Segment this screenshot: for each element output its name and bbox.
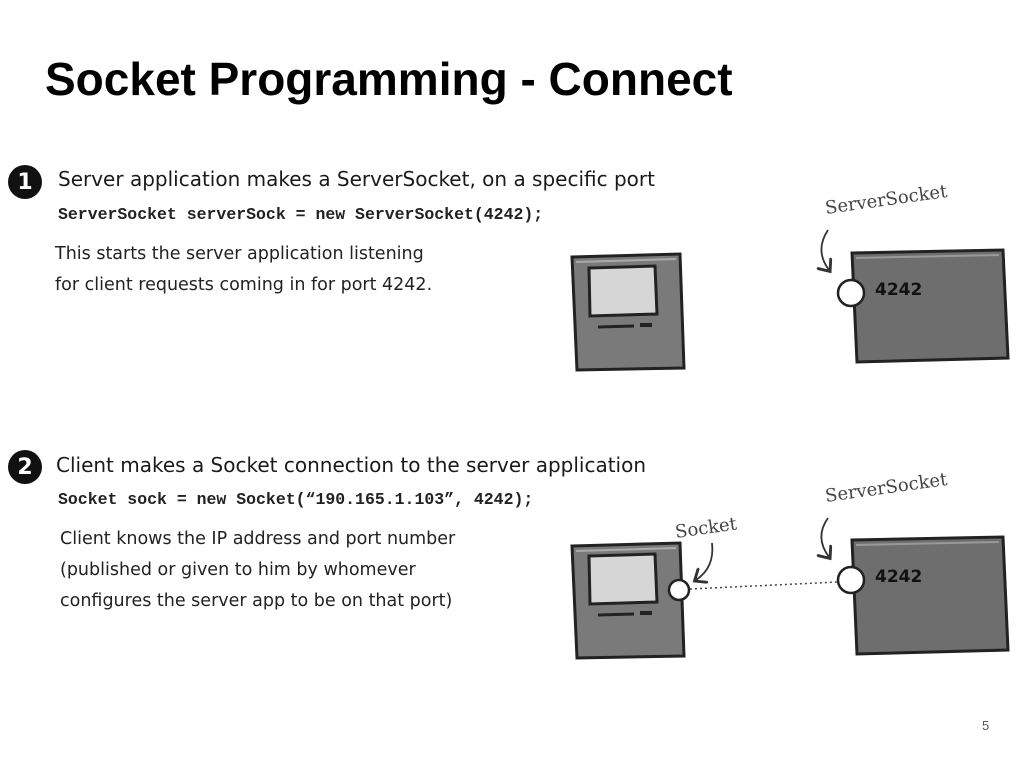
step-1-code: ServerSocket serverSock = new ServerSock… [58,205,544,224]
step-2-heading: Client makes a Socket connection to the … [56,453,647,477]
step-2-description: Client knows the IP address and port num… [60,524,455,617]
step-1-serversocket-label: ServerSocket [824,181,950,219]
step-2-socket-arrow-icon [696,542,714,580]
page-number: 5 [982,718,990,733]
step-2-server-socket-port [836,565,866,595]
step-2-badge: 2 [8,450,42,484]
step-2-pointer-arrow-icon [821,517,829,557]
step-1-badge: 1 [8,165,42,199]
step-2-client-socket [667,578,691,602]
step-2-port-number: 4242 [875,567,922,587]
step-1-description-line: This starts the server application liste… [55,244,424,264]
step-1-server-icon [850,248,1010,364]
step-2-description-line: (published or given to him by whomever [60,560,416,580]
step-2-serversocket-label: ServerSocket [824,469,950,507]
step-1-port-number: 4242 [875,280,922,300]
slide-title: Socket Programming - Connect [45,53,733,105]
step-2-description-line: configures the server app to be on that … [60,591,453,611]
step-2-server-icon [850,535,1010,656]
step-1-heading: Server application makes a ServerSocket,… [58,167,655,191]
step-1-server-socket-port [836,278,866,308]
step-1-description: This starts the server application liste… [55,239,432,301]
step-2-connection-line [689,581,839,590]
step-2-client-computer-icon [570,541,686,660]
step-2-code: Socket sock = new Socket(“190.165.1.103”… [58,490,534,509]
step-2-description-line: Client knows the IP address and port num… [60,529,456,549]
step-1-description-line: for client requests coming in for port 4… [55,275,433,295]
step-1-client-computer-icon [570,252,686,372]
step-2-socket-label: Socket [674,513,739,543]
step-1-pointer-arrow-icon [821,229,829,270]
